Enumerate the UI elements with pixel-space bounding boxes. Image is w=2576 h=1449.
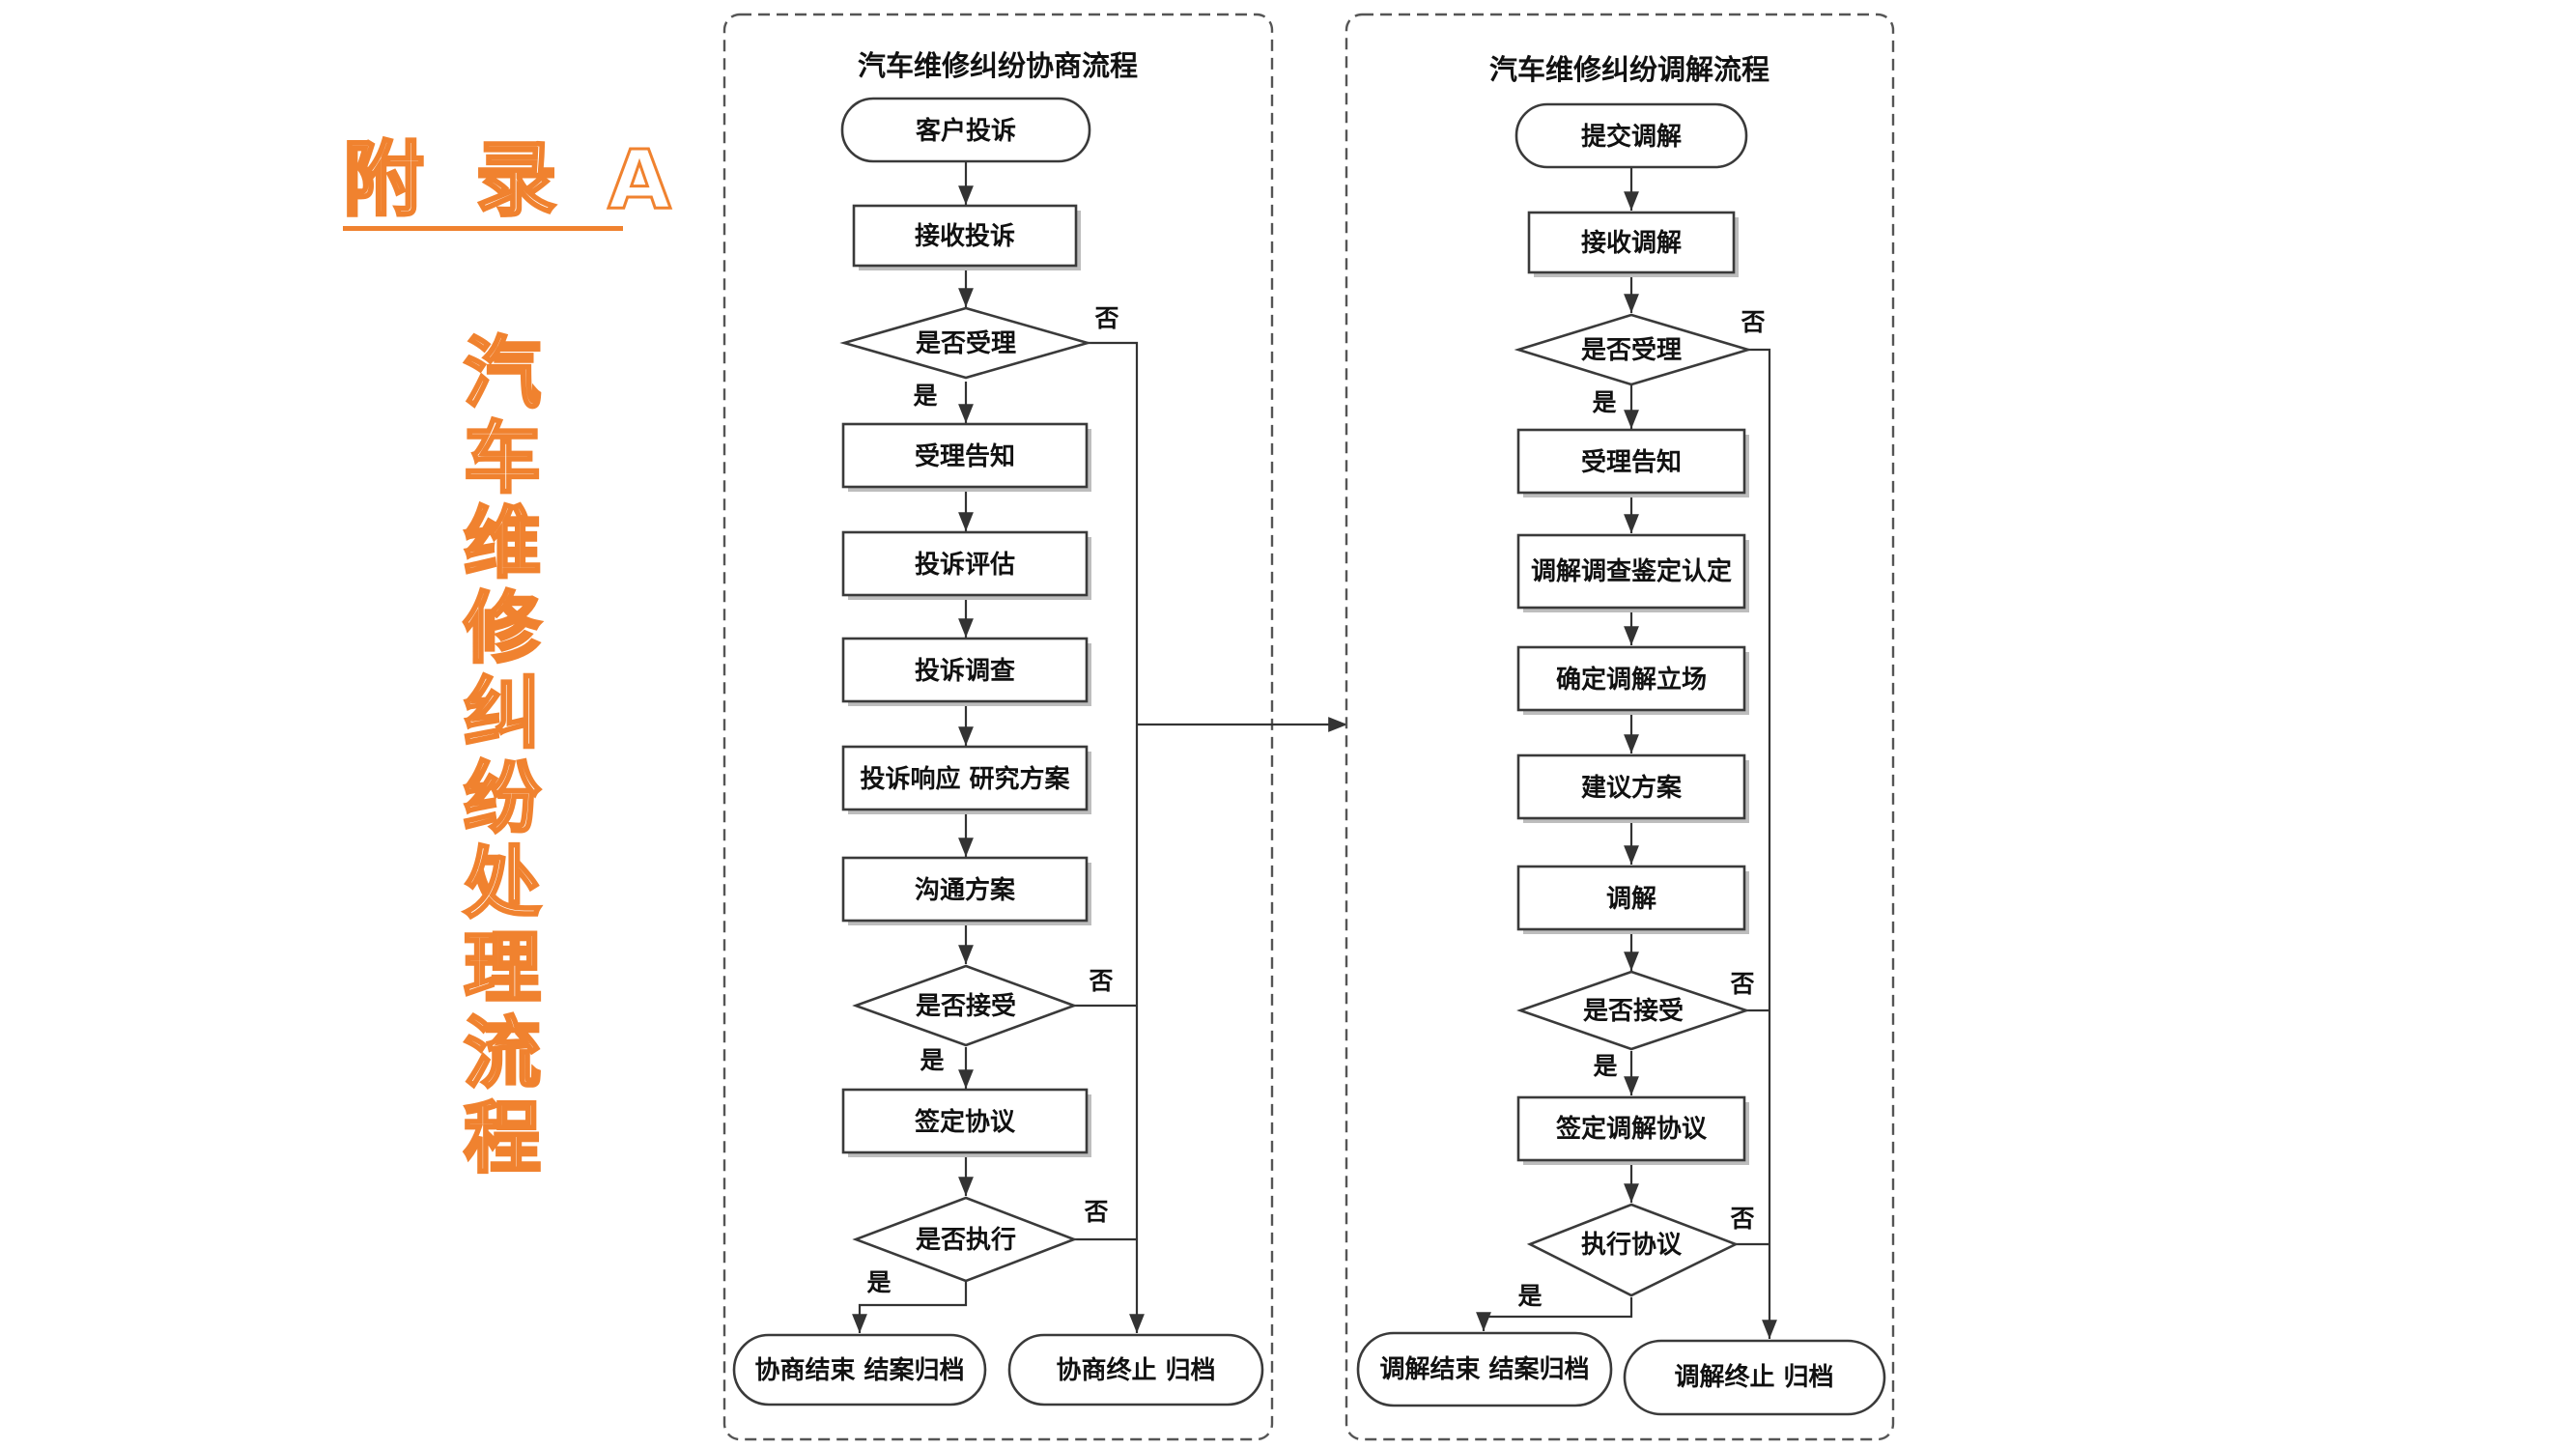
- negotiation-exec-decision: 是否执行: [852, 1196, 1078, 1283]
- negotiation-respond-label: 投诉响应 研究方案: [860, 764, 1070, 794]
- mediation-end-stop-node: 调解终止 归档: [1623, 1339, 1886, 1416]
- negotiation-notice-box: 受理告知: [841, 422, 1091, 492]
- negotiation-start-node: 客户投诉: [840, 97, 1091, 163]
- mediation-exec-no-label: 否: [1729, 1205, 1754, 1233]
- negotiation-evaluate-box: 投诉评估: [841, 530, 1091, 600]
- negotiation-accept-label: 是否受理: [916, 328, 1016, 358]
- negotiation-communicate-box: 沟通方案: [841, 856, 1091, 925]
- mediation-accept-yes-label: 是: [1592, 388, 1616, 416]
- mediation-panel-title: 汽车维修纠纷调解流程: [1489, 53, 1769, 86]
- negotiation-notice-label: 受理告知: [915, 441, 1015, 471]
- mediation-start-label: 提交调解: [1581, 122, 1682, 152]
- mediation-mediate-box: 调解: [1516, 865, 1749, 934]
- negotiation-connectors: [852, 161, 1347, 1333]
- negotiation-sign-box: 签定协议: [841, 1088, 1091, 1157]
- negotiation-agree-yes-label: 是: [920, 1046, 944, 1074]
- negotiation-panel-title: 汽车维修纠纷协商流程: [858, 49, 1138, 82]
- mediation-receive-label: 接收调解: [1581, 229, 1682, 258]
- negotiation-receive-box: 接收投诉: [852, 204, 1081, 270]
- mediation-agree-no-label: 否: [1729, 970, 1754, 998]
- mediation-end-stop-label: 调解终止 归档: [1674, 1362, 1833, 1392]
- negotiation-end-stop-label: 协商终止 归档: [1056, 1355, 1215, 1385]
- negotiation-evaluate-label: 投诉评估: [915, 551, 1015, 580]
- mediation-start-node: 提交调解: [1514, 102, 1748, 169]
- negotiation-investigate-label: 投诉调查: [915, 657, 1015, 686]
- negotiation-end-done-label: 协商结束 结案归档: [754, 1355, 964, 1385]
- mediation-accept-label: 是否受理: [1581, 335, 1682, 365]
- negotiation-sign-label: 签定协议: [915, 1107, 1016, 1137]
- mediation-propose-label: 建议方案: [1581, 773, 1683, 803]
- mediation-end-done-node: 调解结束 结案归档: [1356, 1331, 1613, 1407]
- mediation-survey-label: 调解调查鉴定认定: [1531, 556, 1732, 586]
- negotiation-agree-label: 是否接受: [916, 991, 1016, 1021]
- mediation-accept-decision: 是否受理: [1514, 313, 1753, 386]
- negotiation-agree-decision: 是否接受: [852, 964, 1078, 1047]
- mediation-sign-label: 签定调解协议: [1556, 1114, 1708, 1144]
- negotiation-accept-yes-label: 是: [913, 382, 937, 410]
- negotiation-panel-border: [722, 13, 1274, 1441]
- mediation-accept-no-label: 否: [1740, 308, 1765, 336]
- mediation-survey-box: 调解调查鉴定认定: [1516, 533, 1749, 612]
- negotiation-agree-no-label: 否: [1088, 967, 1113, 995]
- negotiation-exec-no-label: 否: [1083, 1198, 1108, 1226]
- negotiation-exec-yes-label: 是: [866, 1268, 891, 1296]
- negotiation-accept-no-label: 否: [1093, 304, 1118, 332]
- mediation-position-box: 确定调解立场: [1516, 645, 1749, 715]
- mediation-mediate-label: 调解: [1606, 885, 1656, 914]
- negotiation-start-label: 客户投诉: [916, 116, 1016, 146]
- negotiation-end-done-node: 协商结束 结案归档: [732, 1333, 987, 1406]
- mediation-exec-yes-label: 是: [1517, 1282, 1542, 1310]
- negotiation-accept-decision: 是否受理: [839, 306, 1092, 380]
- mediation-receive-box: 接收调解: [1527, 211, 1739, 277]
- negotiation-investigate-box: 投诉调查: [841, 637, 1091, 706]
- mediation-agree-yes-label: 是: [1593, 1052, 1617, 1080]
- mediation-sign-box: 签定调解协议: [1516, 1095, 1749, 1165]
- mediation-exec-decision: 执行协议: [1526, 1203, 1740, 1297]
- flow-vertical-title: 汽车维修纠纷处理流程: [463, 328, 543, 1183]
- negotiation-communicate-label: 沟通方案: [915, 875, 1016, 905]
- mediation-notice-label: 受理告知: [1581, 447, 1682, 477]
- negotiation-exec-label: 是否执行: [916, 1225, 1016, 1255]
- appendix-heading: 附 录 A: [342, 132, 672, 231]
- negotiation-respond-box: 投诉响应 研究方案: [841, 745, 1091, 814]
- mediation-agree-label: 是否接受: [1583, 996, 1684, 1026]
- mediation-notice-box: 受理告知: [1516, 428, 1749, 497]
- mediation-exec-label: 执行协议: [1581, 1230, 1683, 1260]
- mediation-propose-box: 建议方案: [1516, 753, 1749, 823]
- mediation-agree-decision: 是否接受: [1516, 970, 1751, 1051]
- mediation-position-label: 确定调解立场: [1556, 665, 1707, 695]
- mediation-end-done-label: 调解结束 结案归档: [1379, 1354, 1589, 1384]
- negotiation-receive-label: 接收投诉: [915, 222, 1015, 251]
- negotiation-end-stop-node: 协商终止 归档: [1007, 1333, 1264, 1406]
- mediation-panel-border: [1345, 13, 1895, 1441]
